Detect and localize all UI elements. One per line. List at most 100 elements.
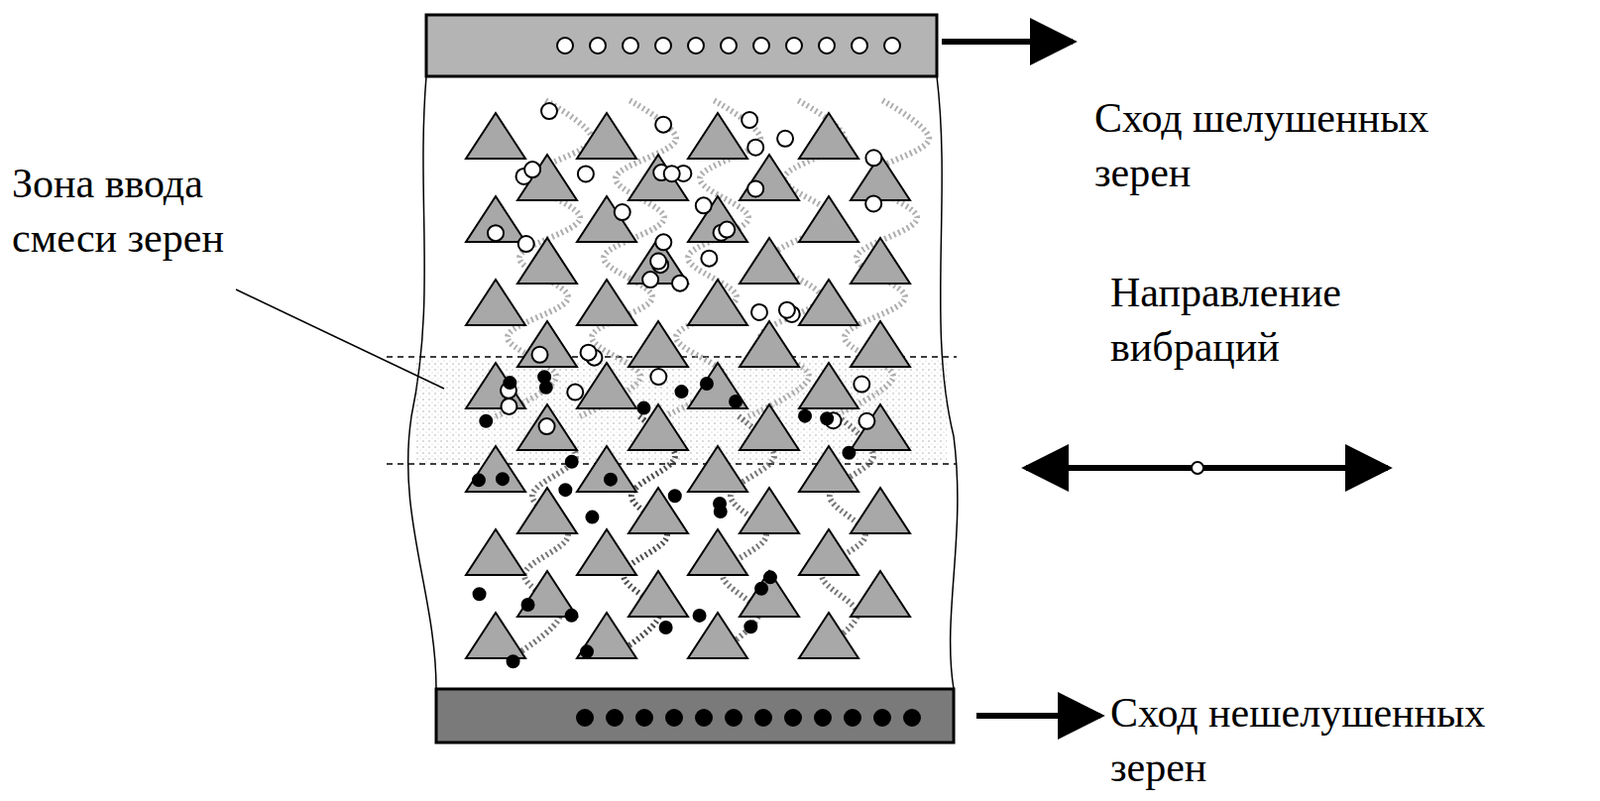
unhulled-grain [714,505,727,518]
hulled-grain [642,271,659,288]
hulled-grain [580,344,597,361]
riffle-triangle [850,404,911,451]
unhulled-grain [580,645,593,658]
hulled-grain [777,130,794,147]
riffle-triangle [850,571,911,617]
riffle-triangle [799,279,859,326]
riffle-triangle [799,113,859,159]
unhulled-grain [842,447,855,459]
riffle-triangle [799,529,859,575]
unhulled-grain [764,571,777,583]
unhulled-grain [755,582,768,595]
unhulled-grain [700,377,713,390]
unhulled-grain [695,709,712,726]
riffle-triangle [687,279,748,326]
riffle-triangle [628,321,688,367]
grains [472,103,882,668]
unhulled-grain [669,489,682,502]
unhulled-grain [473,587,486,600]
unhulled-grain [604,473,617,486]
unhulled-grain [503,376,516,389]
grain-trails [495,99,929,655]
riffle-triangle [628,487,688,534]
unhulled-grain [496,472,509,485]
riffle-triangle [465,279,526,326]
riffle-triangle [628,154,688,201]
unhulled-grain [636,709,653,726]
unhulled-grain [606,709,623,726]
hulled-grain [664,165,681,182]
hulled-grain [753,37,770,54]
unhulled-grain [874,709,891,726]
unhulled-grain [755,709,772,726]
hulled-grain [779,302,796,319]
hulled-grain [695,197,712,214]
hulled-grain [718,222,735,238]
riffle-triangle [465,196,526,242]
hulled-grain [539,418,556,435]
riffle-triangle [628,571,688,617]
riffle-triangle [465,612,526,659]
riffle-triangle [850,321,911,367]
hulled-grain [751,304,768,321]
riffle-triangle [465,529,526,575]
unhulled-grain [479,415,492,428]
unhulled-grain [666,709,683,726]
unhulled-grain [566,609,578,622]
unhulled-grain [904,709,920,726]
hulled-grain [687,37,704,54]
unhulled-grain [472,473,485,486]
hulled-grain [865,149,882,166]
hulled-grain [741,112,758,128]
grain-trail [664,99,761,417]
hulled-grain [500,398,517,415]
hulled-grain [655,116,672,133]
hulled-grain [672,275,688,292]
outlet-label: Сход шелушенных зерен [1094,91,1511,200]
riffle-triangle [576,196,637,242]
riffle-triangle [850,487,911,534]
riffle-triangle [465,446,526,492]
vibration-center [1191,461,1204,474]
riffle-triangle [739,571,800,617]
riffle-triangle [739,154,800,201]
riffle-triangle [799,196,859,242]
riffle-triangle [687,446,748,492]
hulled-outlet-bar [426,14,937,77]
outlet-arrow [941,38,1073,45]
unhulled-grain [637,402,650,415]
vibration-arrow [1026,464,1388,471]
hulled-grain [614,204,631,221]
hulled-grain [884,37,901,54]
riffle-triangle [687,196,748,242]
hulled-grain [700,250,717,267]
riffle-triangle [687,529,748,575]
unhulled-grain [799,410,811,423]
riffle-triangle [739,237,800,284]
zone-boundary [386,462,957,465]
hulled-grain [655,233,672,250]
riffle-triangle [576,279,637,326]
leader-line [235,289,445,389]
hulled-grain [853,376,870,393]
riffle-triangles [465,113,911,659]
hulled-grain [541,103,558,119]
riffle-triangle [576,446,637,492]
unhulled-grain [814,709,831,726]
outlet-grains [557,37,920,726]
hulled-grain [650,253,667,270]
hulled-grain [818,37,835,54]
hulled-grain [747,139,764,156]
riffle-triangle [687,362,748,409]
unhulled-grain [785,709,801,726]
riffle-triangle [739,487,800,534]
unhulled-grain [559,483,572,496]
riffle-triangle [517,321,577,367]
riffle-triangle [465,113,526,159]
riffle-triangle [850,237,911,284]
riffle-triangle [739,321,800,367]
riffle-triangle [517,404,577,451]
unhulled-grain [820,412,833,425]
hulled-grain [786,37,802,54]
hulled-grain [577,165,594,182]
